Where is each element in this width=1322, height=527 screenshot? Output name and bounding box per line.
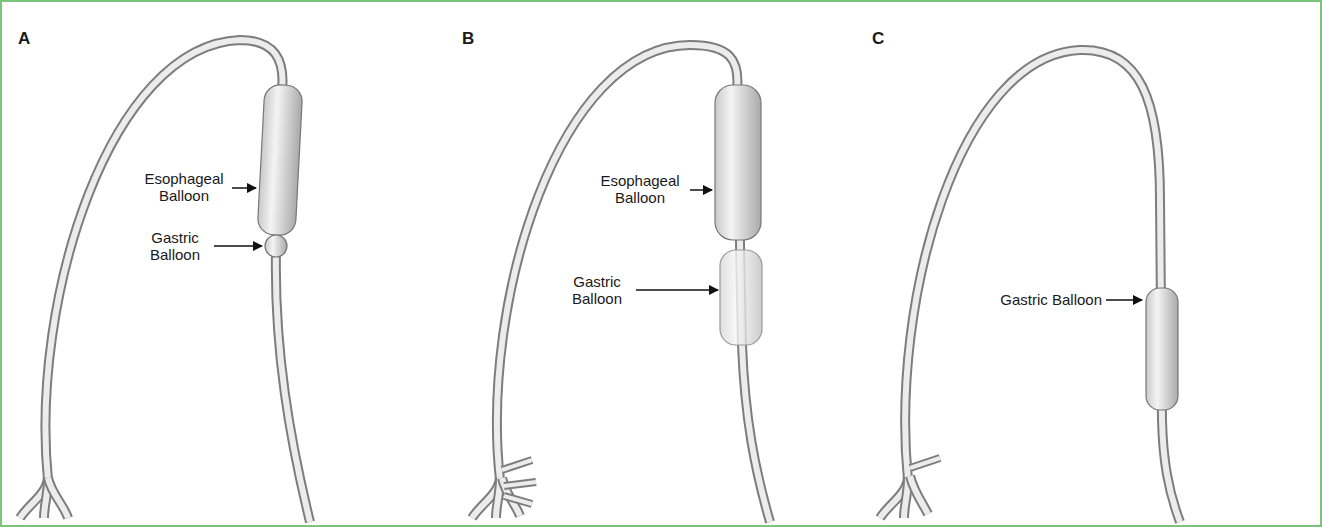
tube-a: [20, 40, 310, 522]
leader-arrow: [690, 189, 712, 191]
leader-arrow: [636, 289, 718, 291]
esophageal-balloon: [715, 85, 761, 240]
panel-letter: B: [462, 30, 492, 47]
part-label: Esophageal Balloon: [596, 172, 684, 206]
leader-arrow: [1106, 299, 1142, 301]
gastric-balloon: [1146, 288, 1178, 410]
esophageal-balloon: [257, 84, 303, 236]
panel-letter: A: [18, 30, 48, 47]
part-label: Esophageal Balloon: [140, 170, 228, 204]
part-label: Gastric Balloon: [140, 229, 210, 263]
leader-arrow: [214, 245, 262, 247]
leader-arrow: [232, 187, 256, 189]
gastric-balloon: [265, 235, 287, 257]
tube-c: [880, 50, 1180, 522]
tube-b: [472, 45, 770, 522]
part-label: Gastric Balloon: [972, 291, 1102, 308]
gastric-balloon: [720, 250, 762, 345]
panel-letter: C: [872, 30, 902, 47]
part-label: Gastric Balloon: [562, 273, 632, 307]
